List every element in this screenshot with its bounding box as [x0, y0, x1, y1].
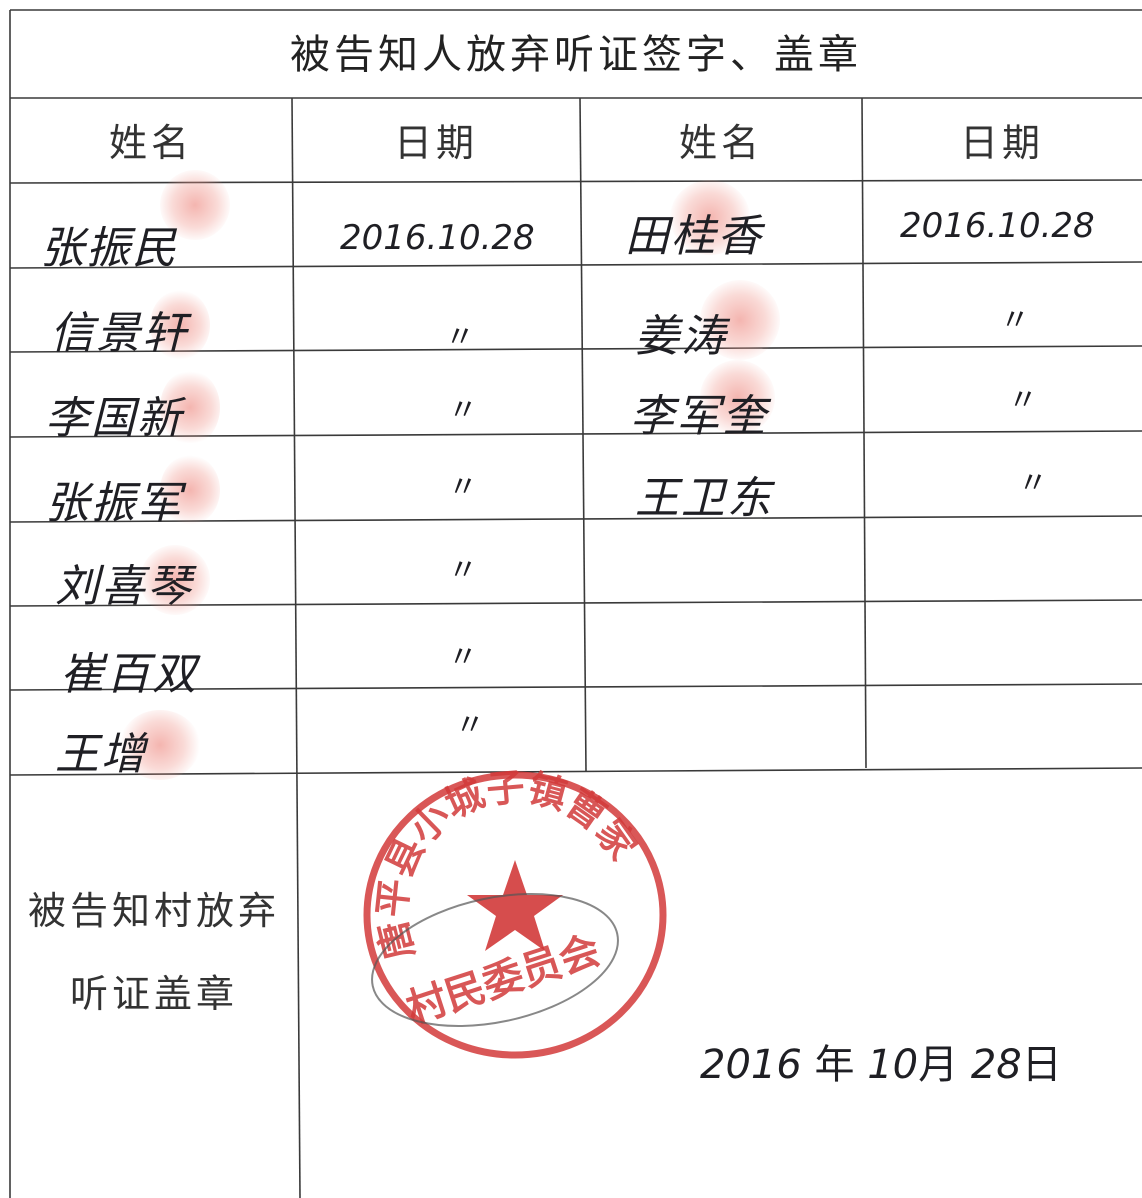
svg-text:村民委员会: 村民委员会: [401, 926, 606, 1033]
signature-date: 〃: [448, 553, 478, 588]
fingerprint-mark: [150, 290, 210, 360]
fingerprint-mark: [120, 710, 200, 780]
signature-date: 〃: [1018, 466, 1048, 501]
fingerprint-mark: [700, 280, 780, 360]
signature-date: 〃: [1008, 383, 1038, 418]
signoff-day: 28: [970, 1042, 1022, 1088]
signoff-day-unit: 日: [1021, 1042, 1062, 1088]
signoff-year: 2016: [700, 1042, 802, 1088]
header-date-1: 日期: [393, 121, 478, 165]
signature-date: 〃: [448, 393, 478, 428]
header-date-2: 日期: [959, 121, 1044, 165]
signoff-month-unit: 月: [918, 1042, 959, 1088]
signoff-date: 2016 年 10月 28日: [700, 1032, 1062, 1090]
signature-name: 李军奎: [630, 391, 768, 442]
signature-name: 李国新: [45, 393, 183, 444]
fingerprint-mark: [160, 370, 220, 445]
signature-name: 王卫东: [635, 473, 773, 524]
signature-date: 2016.10.28: [340, 218, 535, 258]
header-name-1: 姓名: [108, 121, 193, 165]
fingerprint-mark: [670, 180, 750, 255]
signature-name: 张振军: [45, 478, 183, 529]
signature-name: 刘喜琴: [55, 561, 193, 612]
signature-date: 〃: [448, 640, 478, 675]
signature-date: 〃: [1000, 303, 1030, 338]
form-title: 被告知人放弃听证签字、盖章: [290, 32, 862, 78]
signoff-year-unit: 年: [814, 1042, 855, 1088]
fingerprint-mark: [700, 360, 775, 435]
village-waiver-label-line2: 听证盖章: [69, 972, 238, 1016]
signature-name: 王增: [55, 729, 147, 780]
signature-name: 崔百双: [60, 649, 198, 700]
signature-name: 信景轩: [50, 308, 188, 359]
signature-date: 〃: [445, 320, 475, 355]
signature-name: 姜涛: [635, 311, 727, 362]
signoff-month: 10: [867, 1042, 919, 1088]
signature-date: 2016.10.28: [900, 206, 1095, 246]
official-seal-stamp: 唐平县小城子镇曹家 村民委员会: [363, 765, 667, 1059]
header-name-2: 姓名: [678, 121, 763, 165]
fingerprint-mark: [160, 170, 230, 240]
fingerprint-mark: [160, 455, 220, 525]
signature-name: 张振民: [40, 223, 178, 274]
signature-date: 〃: [448, 470, 478, 505]
signature-name: 田桂香: [625, 211, 763, 262]
fingerprint-mark: [140, 545, 210, 615]
signature-date: 〃: [455, 708, 485, 743]
village-waiver-label: 被告知村放弃: [27, 889, 280, 933]
